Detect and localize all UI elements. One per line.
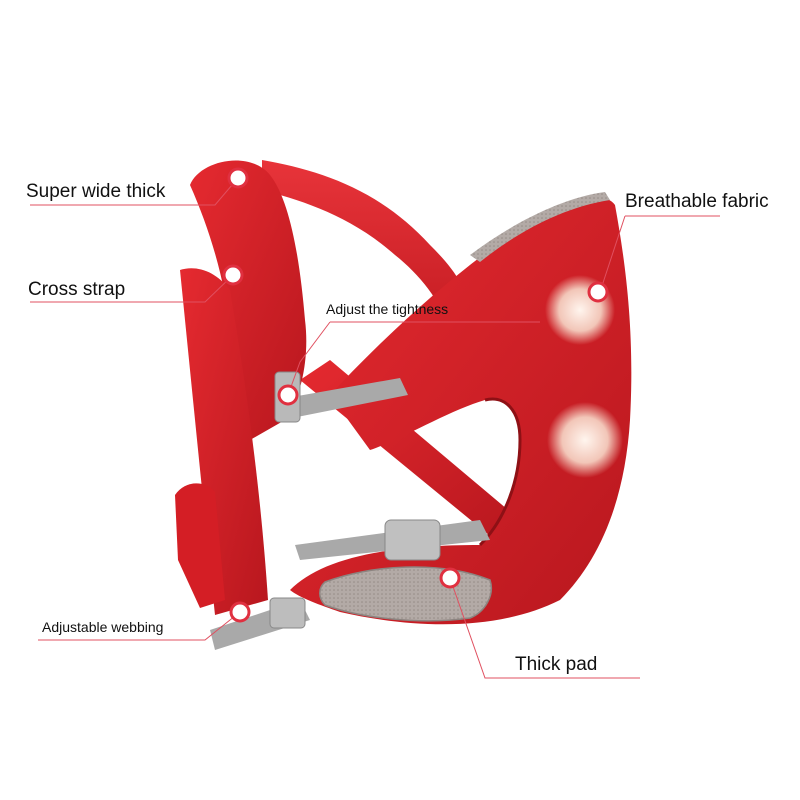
panel-opening-edge	[478, 397, 522, 547]
callout-markers	[222, 167, 609, 623]
side-flap	[175, 483, 225, 608]
callout-breathable-fabric: Breathable fabric	[625, 191, 769, 212]
wide-strap-lower	[180, 268, 268, 615]
lower-buckle	[384, 519, 441, 561]
callout-adjust-tightness: Adjust the tightness	[326, 301, 449, 317]
rear-shoulder-strap	[262, 160, 469, 330]
breathable-puff-lower	[547, 402, 623, 478]
mesh-top-edge	[470, 192, 610, 262]
callout-cross-strap: Cross strap	[28, 279, 126, 300]
upper-webbing	[275, 378, 408, 420]
wide-shoulder-strap	[190, 160, 307, 440]
bottom-buckle	[269, 597, 306, 629]
callout-lines	[30, 177, 720, 679]
callout-super-wide-thick: Super wide thick	[26, 181, 166, 202]
callout-adjustable-webbing: Adjustable webbing	[42, 619, 164, 635]
callout-thick-pad: Thick pad	[515, 654, 598, 675]
